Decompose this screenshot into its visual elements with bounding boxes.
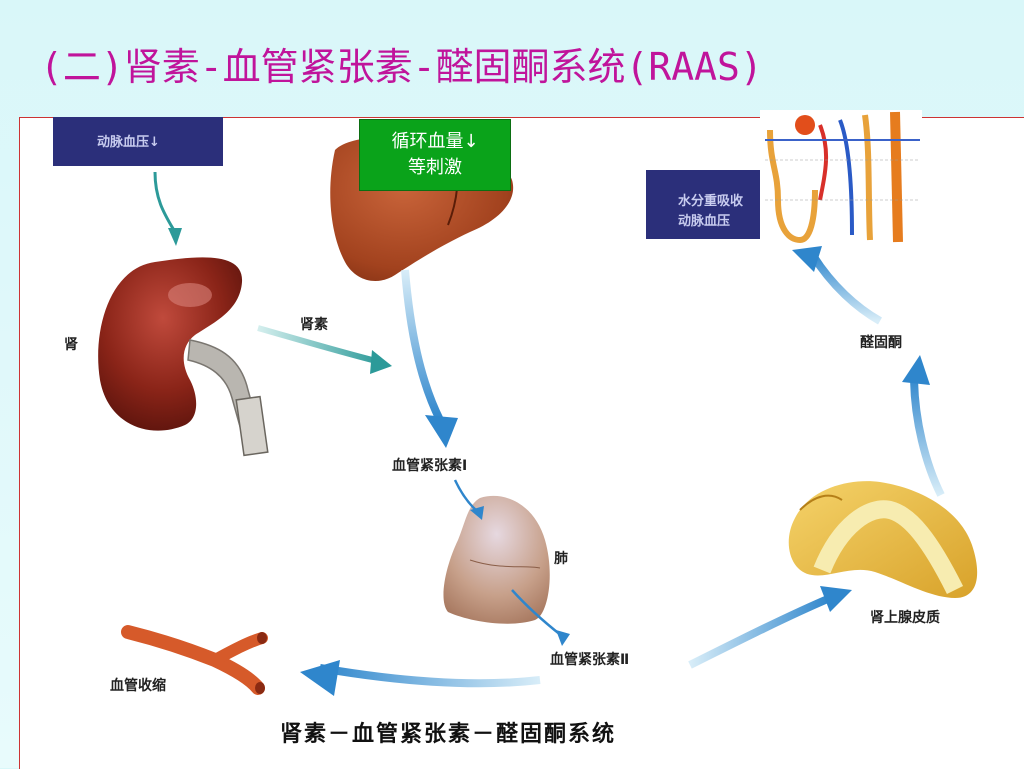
trigger-line-1: 循环血量↓: [391, 131, 479, 152]
water-reabsorption-line-2: 动脉血压: [678, 214, 731, 229]
arrow-angiotensinogen: [425, 415, 458, 448]
label-lung: 肺: [554, 551, 568, 567]
label-renin: 肾素: [300, 317, 328, 333]
label-kidney: 肾: [64, 337, 78, 353]
nephron-illustration: [760, 110, 922, 248]
water-reabsorption-box: 水分重吸收 动脉血压: [646, 170, 760, 239]
diagram-caption: 肾素－血管紧张素－醛固酮系统: [280, 721, 617, 747]
arrow-vasoconstriction: [300, 660, 340, 696]
water-reabsorption-line-1: 水分重吸收: [678, 194, 744, 209]
trigger-box: 循环血量↓ 等刺激: [359, 119, 511, 191]
blood-vessel-illustration: [121, 625, 268, 695]
label-aldosterone: 醛固酮: [860, 335, 902, 351]
blood-pressure-box: 动脉血压↓: [53, 117, 223, 166]
lung-illustration: [443, 495, 550, 624]
arrows: [153, 171, 945, 696]
adrenal-gland-illustration: [788, 481, 978, 598]
trigger-line-2: 等刺激: [408, 157, 462, 178]
label-angiotensin-2: 血管紧张素Ⅱ: [550, 652, 630, 668]
arrow-to-kidney: [168, 228, 182, 246]
label-vasoconstriction: 血管收缩: [110, 678, 166, 694]
label-angiotensin-1: 血管紧张素Ⅰ: [392, 458, 468, 474]
blood-pressure-box-label: 动脉血压↓: [97, 135, 160, 150]
arrow-renin: [370, 350, 392, 374]
arrow-aldosterone: [902, 355, 930, 385]
arrow-to-adrenal: [820, 586, 852, 612]
slide-title: (二)肾素-血管紧张素-醛固酮系统(RAAS): [40, 45, 763, 89]
kidney-illustration: [98, 257, 269, 457]
label-adrenal-cortex: 肾上腺皮质: [870, 610, 940, 626]
arrow-to-top-right: [792, 246, 822, 272]
